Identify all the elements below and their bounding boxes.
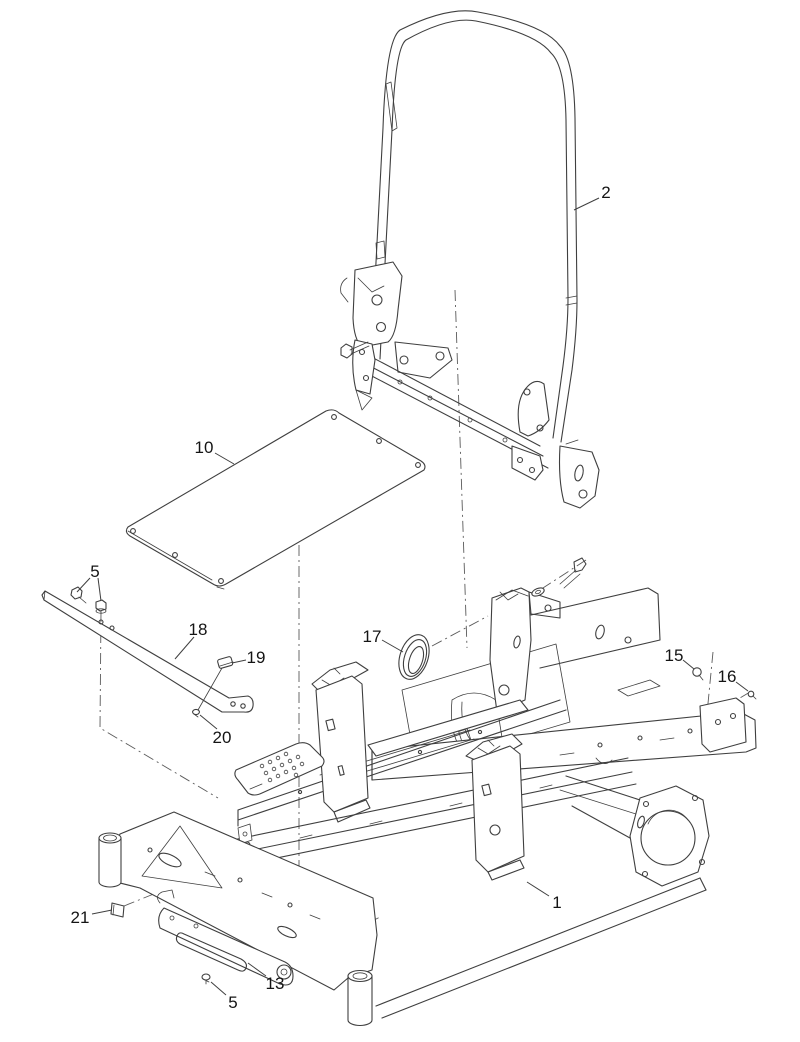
callout-16: 16 <box>718 667 749 692</box>
square-clip-21 <box>110 902 125 918</box>
strap-bolt <box>70 586 87 604</box>
callout-20-leader <box>199 714 218 730</box>
callout-13-label: 13 <box>266 974 285 993</box>
callout-2-label: 2 <box>601 183 610 202</box>
spacer-clip-19 <box>217 656 234 669</box>
callout-13-leader <box>247 962 267 977</box>
callout-17-leader <box>381 639 404 653</box>
callout-18: 18 <box>174 620 208 660</box>
callout-5-top: 5 <box>76 562 102 602</box>
screw-16 <box>747 690 757 700</box>
front-bumper-drawing <box>157 889 294 986</box>
screw-15 <box>692 667 704 681</box>
top-right-bolt-and-washer <box>531 557 587 597</box>
callout-layer: 2 10 5 18 19 17 15 16 20 1 21 13 5 <box>71 183 749 1012</box>
foot-plate-perforations <box>249 751 305 790</box>
callout-5-top-leader <box>76 577 91 593</box>
callout-19-leader <box>231 659 247 664</box>
callout-5-bottom-leader <box>210 981 227 996</box>
callout-17-label: 17 <box>363 627 382 646</box>
strap-nut <box>95 599 107 614</box>
screw-20 <box>192 708 200 718</box>
rops-mount-bolt <box>340 341 370 359</box>
callout-21: 21 <box>71 908 113 927</box>
callout-10-leader <box>214 452 235 465</box>
callout-1-label: 1 <box>552 893 561 912</box>
callout-15: 15 <box>665 646 695 670</box>
callout-21-label: 21 <box>71 908 90 927</box>
callout-2: 2 <box>573 183 611 211</box>
callout-1-leader <box>526 881 550 897</box>
callout-5-top-leader <box>97 577 102 602</box>
floor-plate-drawing <box>125 409 426 590</box>
oval-grommet-drawing <box>398 634 430 680</box>
callout-5-bottom-label: 5 <box>228 993 237 1012</box>
callout-20-label: 20 <box>213 728 232 747</box>
callout-10: 10 <box>195 438 235 465</box>
callout-16-leader <box>735 681 749 692</box>
callout-18-label: 18 <box>189 620 208 639</box>
callout-17: 17 <box>363 627 404 653</box>
callout-19: 19 <box>231 648 266 667</box>
callout-5-bottom: 5 <box>210 981 238 1012</box>
callout-10-label: 10 <box>195 438 214 457</box>
callout-18-leader <box>174 636 195 660</box>
callout-19-label: 19 <box>247 648 266 667</box>
callout-16-label: 16 <box>718 667 737 686</box>
callout-21-leader <box>91 909 113 915</box>
frame-weldment-drawing <box>98 587 757 1027</box>
callout-1: 1 <box>526 881 562 912</box>
rops-roll-bar-drawing <box>340 10 600 509</box>
callout-15-label: 15 <box>665 646 684 665</box>
brace-strap-drawing <box>41 590 254 713</box>
callout-20: 20 <box>199 714 232 747</box>
callout-13: 13 <box>247 962 285 993</box>
callout-2-leader <box>573 197 600 211</box>
callout-5-top-label: 5 <box>90 562 99 581</box>
bumper-screw-5 <box>201 973 211 985</box>
callout-15-leader <box>682 659 695 670</box>
